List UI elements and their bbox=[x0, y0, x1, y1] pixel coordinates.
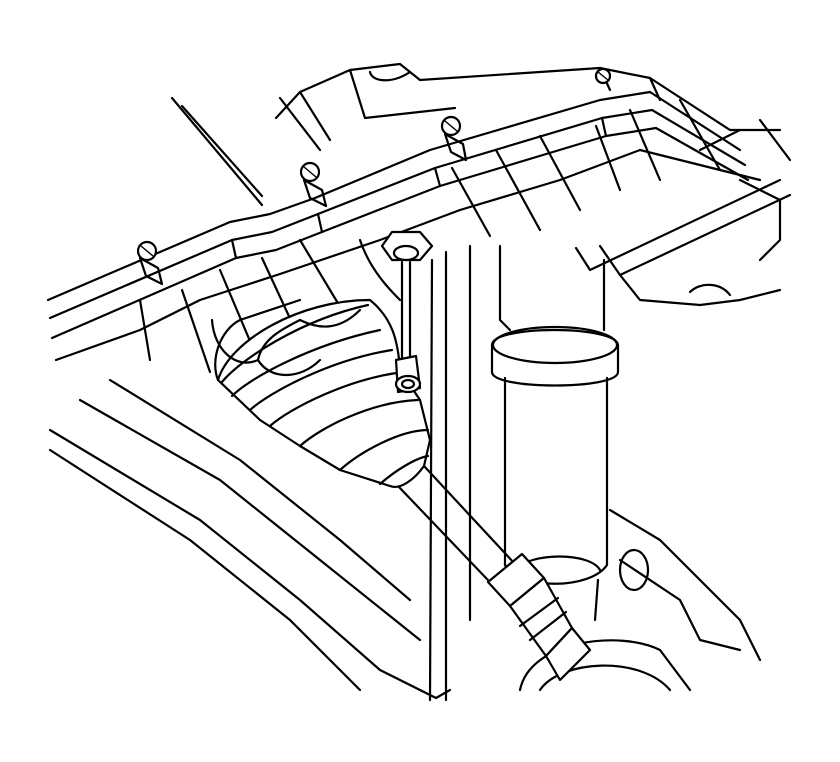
flange-bolts bbox=[136, 67, 612, 286]
axle-shaft bbox=[396, 464, 592, 682]
control-arm bbox=[518, 508, 762, 692]
bolt-icon bbox=[440, 115, 468, 162]
bolt-icon bbox=[594, 67, 612, 85]
housing-teeth bbox=[210, 238, 402, 377]
right-housing bbox=[698, 118, 792, 262]
lower-frame bbox=[48, 244, 606, 702]
strut-cylinder bbox=[490, 325, 620, 622]
hex-nut-icon bbox=[380, 230, 434, 262]
bolt-icon bbox=[136, 240, 164, 286]
sleeve-icon bbox=[394, 354, 422, 394]
rail-flange bbox=[46, 90, 750, 340]
stud-and-nut bbox=[380, 230, 434, 394]
cv-joint-boot bbox=[214, 298, 432, 488]
transaxle-housing bbox=[170, 62, 782, 207]
ribbed-housing bbox=[54, 98, 792, 374]
bolt-icon bbox=[299, 161, 328, 208]
